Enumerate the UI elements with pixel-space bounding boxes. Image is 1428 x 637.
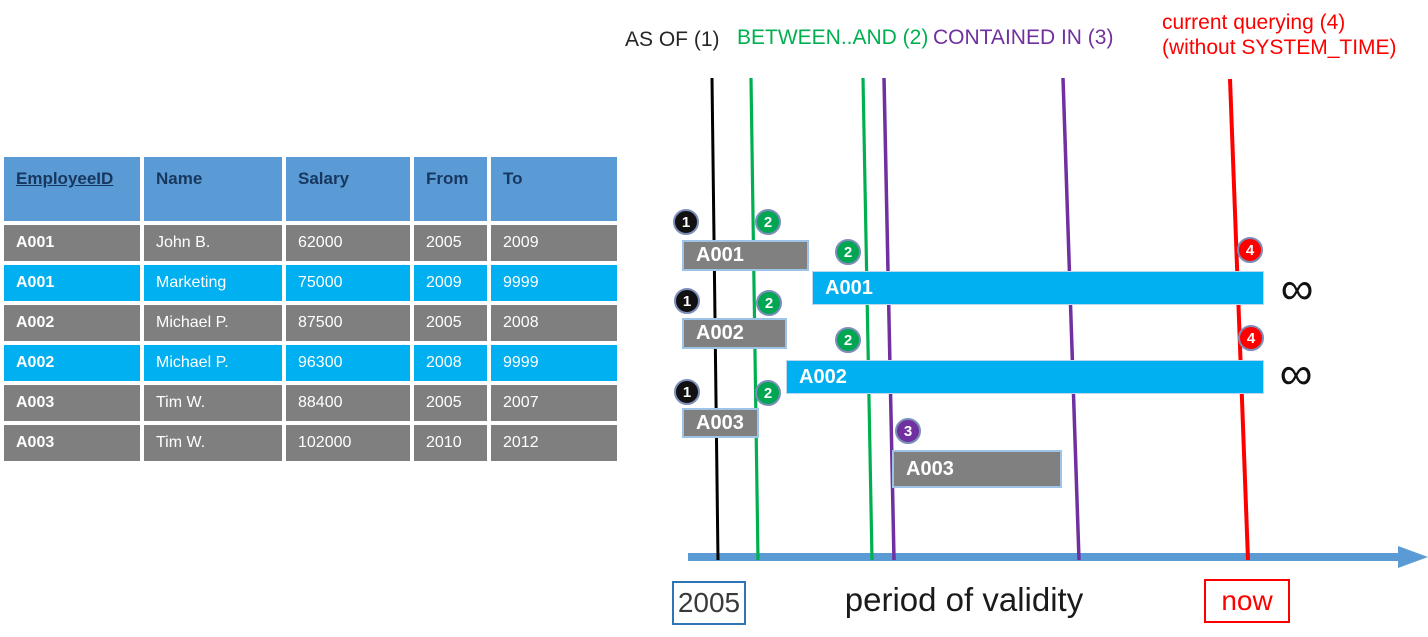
table-cell: 96300	[286, 345, 410, 381]
now-line	[1228, 78, 1250, 561]
table-cell: 2009	[491, 225, 617, 261]
table-cell: 2008	[491, 305, 617, 341]
infinity-icon: ∞	[1280, 262, 1314, 314]
table-cell: 2005	[414, 225, 487, 261]
contained-end-line	[1061, 77, 1081, 561]
table-cell: A002	[4, 345, 140, 381]
table-cell: Marketing	[144, 265, 282, 301]
legend-as-of: AS OF (1)	[625, 28, 720, 51]
validity-bar-label: A002	[799, 365, 847, 388]
validity-bar-label: A001	[825, 276, 873, 299]
infinity-icon: ∞	[1279, 347, 1313, 399]
between-end-line	[861, 77, 874, 561]
query-badge-1: 1	[674, 379, 700, 405]
axis-start-year-box: 2005	[672, 581, 746, 625]
table-cell: 2008	[414, 345, 487, 381]
validity-bar-label: A001	[696, 244, 744, 266]
column-header-employeeid: EmployeeID	[4, 157, 140, 221]
table-cell: 2010	[414, 425, 487, 461]
validity-bar-a002: A002	[786, 360, 1264, 394]
column-header-to: To	[491, 157, 617, 221]
table-cell: A003	[4, 425, 140, 461]
query-badge-2: 2	[755, 380, 781, 406]
table-cell: 62000	[286, 225, 410, 261]
query-badge-2: 2	[756, 290, 782, 316]
axis-start-year-label: 2005	[677, 587, 741, 618]
table-cell: A001	[4, 265, 140, 301]
table-cell: Michael P.	[144, 345, 282, 381]
table-cell: 87500	[286, 305, 410, 341]
validity-bar-a002: A002	[682, 318, 787, 349]
query-badge-4: 4	[1238, 325, 1264, 351]
table-cell: 75000	[286, 265, 410, 301]
validity-bar-a001: A001	[682, 240, 809, 271]
query-badge-4: 4	[1237, 237, 1263, 263]
table-cell: Tim W.	[144, 425, 282, 461]
legend-current-querying-line1: current querying (4)	[1162, 11, 1346, 34]
legend-contained-in: CONTAINED IN (3)	[933, 26, 1114, 49]
table-cell: 88400	[286, 385, 410, 421]
table-cell: 2005	[414, 305, 487, 341]
validity-bar-a003: A003	[892, 450, 1062, 488]
query-badge-2: 2	[755, 209, 781, 235]
now-box: now	[1204, 579, 1290, 623]
table-cell: 9999	[491, 265, 617, 301]
table-cell: Tim W.	[144, 385, 282, 421]
query-badge-2: 2	[835, 239, 861, 265]
column-header-label: EmployeeID	[16, 169, 114, 188]
query-badge-2: 2	[835, 327, 861, 353]
query-badge-1: 1	[674, 288, 700, 314]
table-cell: John B.	[144, 225, 282, 261]
now-label: now	[1221, 585, 1273, 616]
legend-current-querying: current querying (4) (without SYSTEM_TIM…	[1162, 10, 1397, 60]
table-cell: A001	[4, 225, 140, 261]
query-badge-1: 1	[673, 209, 699, 235]
legend-current-querying-line2: (without SYSTEM_TIME)	[1162, 36, 1397, 59]
table-cell: Michael P.	[144, 305, 282, 341]
axis-title: period of validity	[844, 581, 1084, 618]
validity-bar-a001: A001	[812, 271, 1264, 305]
table-header-row: EmployeeID Name Salary From To	[4, 157, 617, 221]
column-header-label: From	[426, 169, 469, 188]
timeline-arrowhead-icon	[1398, 546, 1428, 568]
table-cell: 9999	[491, 345, 617, 381]
validity-bar-label: A003	[906, 457, 954, 480]
table-cell: 102000	[286, 425, 410, 461]
column-header-name: Name	[144, 157, 282, 221]
validity-bar-a003: A003	[682, 408, 759, 438]
table-cell: A003	[4, 385, 140, 421]
column-header-label: To	[503, 169, 523, 188]
timeline-axis	[688, 553, 1398, 561]
table-cell: 2005	[414, 385, 487, 421]
table-cell: 2012	[491, 425, 617, 461]
validity-bar-label: A003	[696, 411, 744, 434]
column-header-label: Name	[156, 169, 203, 188]
validity-bar-label: A002	[696, 322, 744, 344]
legend-between-and: BETWEEN..AND (2)	[737, 26, 929, 49]
column-header-salary: Salary	[286, 157, 410, 221]
table-cell: A002	[4, 305, 140, 341]
table-cell: 2007	[491, 385, 617, 421]
column-header-from: From	[414, 157, 487, 221]
query-badge-3: 3	[895, 418, 921, 444]
table-cell: 2009	[414, 265, 487, 301]
column-header-label: Salary	[298, 169, 350, 188]
